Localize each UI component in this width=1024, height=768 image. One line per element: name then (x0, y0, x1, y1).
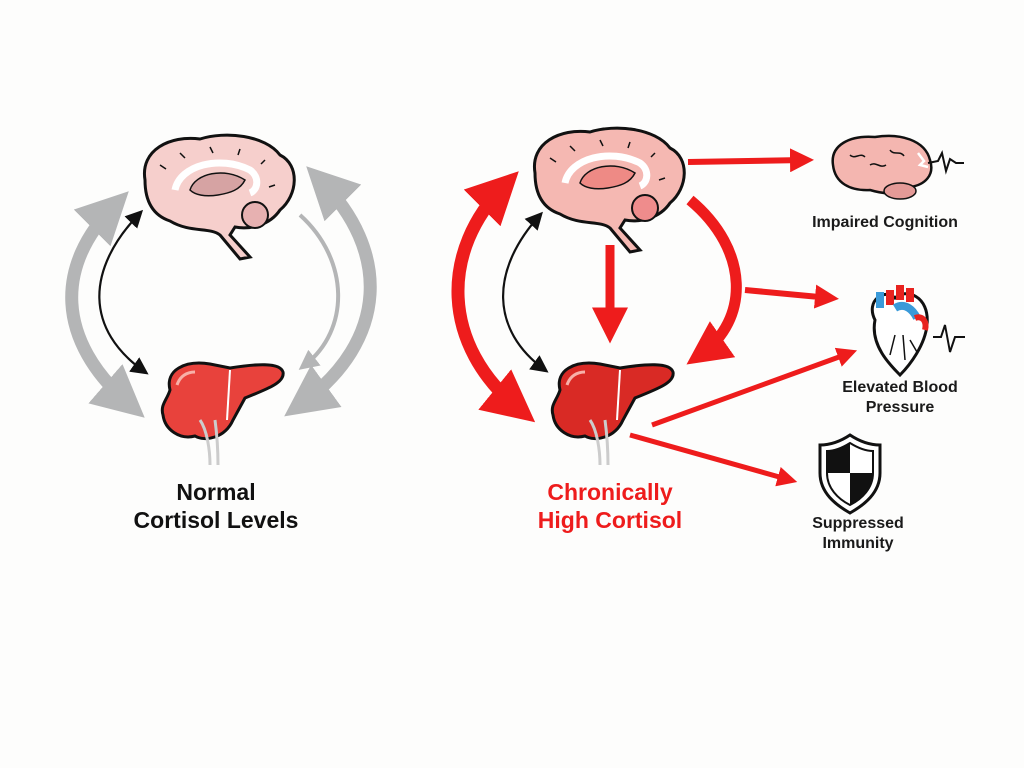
chronic-title: Chronically High Cortisol (495, 478, 725, 534)
arrow-to-cognition (687, 148, 814, 173)
effect-label-line1: Elevated Blood (842, 379, 958, 396)
normal-title: Normal Cortisol Levels (96, 478, 336, 534)
effect-label-line2: Immunity (822, 535, 894, 552)
heart-icon (871, 285, 965, 378)
brain-icon (143, 133, 296, 261)
chronic-title-line1: Chronically (547, 479, 673, 505)
red-right-arc-arrow (686, 195, 742, 365)
arrow-to-immunity (629, 432, 798, 487)
shield-icon (818, 433, 882, 515)
adrenal-gland-icon-chronic (550, 361, 675, 466)
gray-right-arc-arrow (284, 166, 377, 417)
normal-title-line2: Cortisol Levels (133, 507, 299, 533)
black-feedback-arrow-chronic (502, 211, 549, 373)
effect-label-line1: Suppressed (812, 515, 904, 532)
chronic-title-line2: High Cortisol (537, 507, 683, 533)
damaged-brain-icon (831, 134, 964, 200)
black-feedback-arrow (98, 209, 149, 375)
effect-label-line1: Impaired Cognition (812, 214, 958, 231)
red-left-arc-arrow (451, 171, 536, 423)
arrow-to-heart-upper (744, 284, 839, 309)
brain-icon-chronic (533, 126, 686, 254)
gray-left-arc-arrow (65, 191, 145, 418)
effect-label-blood-pressure: Elevated Blood Pressure (810, 378, 990, 418)
normal-panel (65, 133, 377, 466)
gray-thin-arrow (298, 213, 341, 370)
normal-title-line1: Normal (176, 479, 256, 505)
arrow-to-heart-lower (651, 347, 858, 428)
effect-label-immunity: Suppressed Immunity (768, 514, 948, 554)
adrenal-gland-icon (160, 361, 285, 466)
effect-label-cognition: Impaired Cognition (790, 213, 980, 233)
effect-label-line2: Pressure (865, 399, 935, 416)
chronic-panel (451, 126, 858, 487)
